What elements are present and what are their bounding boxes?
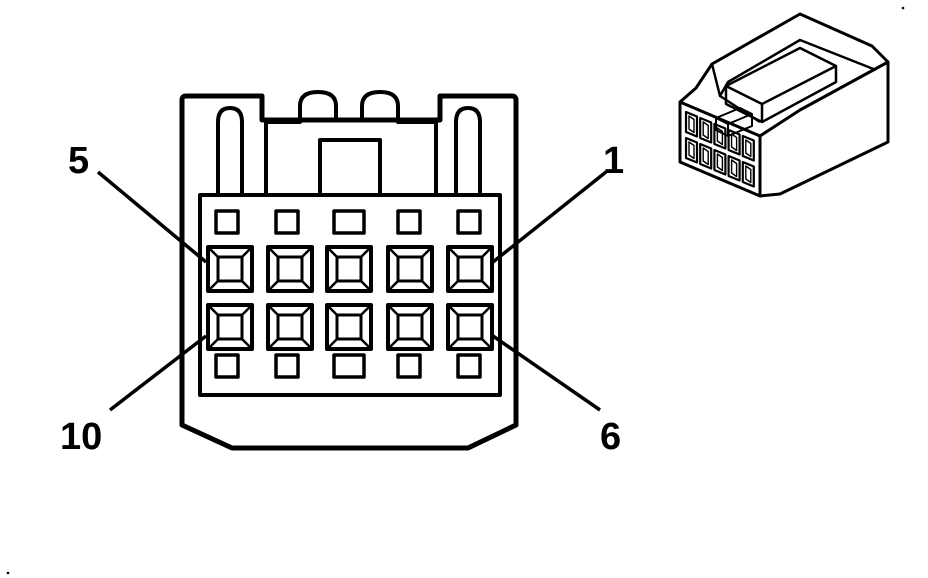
scan-speck (6, 571, 10, 575)
terminal-cavity (266, 303, 314, 351)
terminal-cavity (266, 245, 314, 293)
terminal-cavity (386, 303, 434, 351)
iso-cavity (741, 160, 755, 188)
pin-label-6: 6 (600, 416, 622, 458)
iso-cavity-inner (688, 141, 695, 160)
iso-top-surface (679, 12, 890, 104)
iso-cavity-inner (745, 139, 752, 158)
iso-cavity (699, 116, 713, 144)
iso-side-body (759, 60, 890, 198)
terminal-cavity (325, 303, 373, 351)
face-block (198, 193, 502, 397)
connector-face-view (96, 90, 608, 451)
iso-cavity-inner (702, 121, 709, 140)
terminal-cavity (206, 303, 254, 351)
iso-cavity (684, 136, 699, 164)
iso-latch-block (724, 46, 838, 124)
iso-cavity-inner (702, 147, 709, 166)
terminal-cavities (206, 245, 494, 351)
scan-speck (901, 6, 905, 10)
iso-cavity (713, 148, 727, 176)
iso-cavity-inner (730, 133, 738, 152)
pin-label-1: 1 (603, 140, 625, 182)
leader-pin-1 (491, 170, 608, 264)
iso-cavity-inner (716, 153, 724, 172)
connector-iso-view (678, 12, 890, 198)
iso-cavity-inner (688, 115, 695, 134)
left-lock-arm (216, 106, 244, 194)
terminal-cavity (206, 245, 254, 293)
terminal-cavity (446, 303, 494, 351)
center-latch (266, 90, 438, 196)
iso-cavity (684, 110, 699, 138)
iso-cavity-grid (684, 110, 755, 188)
iso-cavity-inner (730, 159, 738, 178)
center-latch-inner (264, 122, 382, 196)
pin-label-5: 5 (68, 140, 90, 182)
leader-pin-5 (96, 170, 208, 264)
iso-cavity-inner (745, 165, 752, 184)
terminal-cavity (325, 245, 373, 293)
iso-cavity (713, 122, 727, 150)
terminal-cavity (446, 245, 494, 293)
right-lock-arm (454, 106, 482, 194)
iso-cavity (699, 142, 713, 170)
housing-outline (179, 93, 519, 451)
iso-cavity (727, 154, 741, 182)
bottom-small-cavities (214, 353, 482, 379)
iso-cavity (741, 134, 755, 162)
pin-label-10: 10 (60, 416, 103, 458)
terminal-cavity (386, 245, 434, 293)
top-small-cavities (214, 209, 482, 235)
iso-cavity (727, 128, 741, 156)
iso-cavity-inner (716, 127, 724, 146)
leader-pin-6 (492, 334, 601, 412)
leader-lines (96, 170, 608, 412)
leader-pin-10 (108, 334, 208, 412)
